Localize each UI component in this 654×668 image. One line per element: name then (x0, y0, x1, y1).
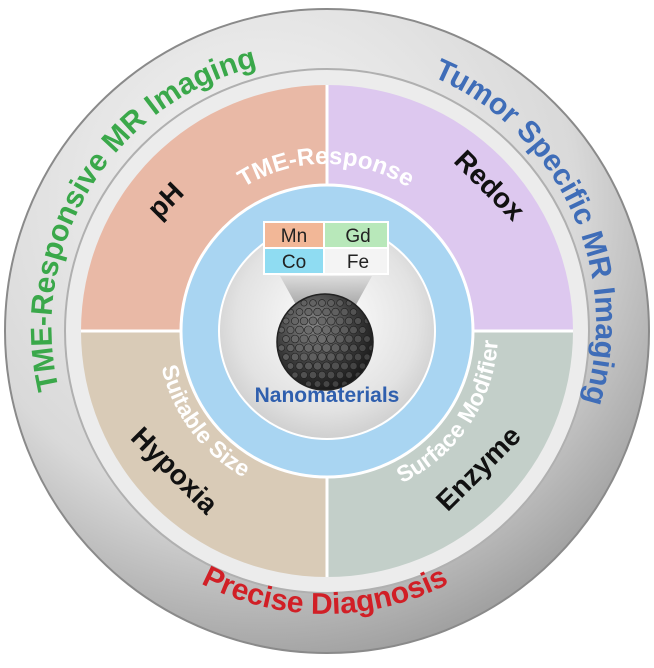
element-symbol-gd: Gd (345, 226, 370, 247)
element-symbol-co: Co (282, 252, 306, 273)
element-cell-fe (323, 247, 389, 275)
quadrant-ph (81, 85, 327, 331)
element-symbol-mn: Mn (281, 226, 307, 247)
quadrant-enzyme (327, 331, 573, 577)
element-symbol-fe: Fe (347, 252, 369, 273)
quadrant-hypoxia (81, 331, 327, 577)
quadrant-redox (327, 85, 573, 331)
center-label: Nanomaterials (255, 384, 400, 407)
element-grid: Mn Gd Co Fe (263, 221, 389, 275)
element-cell-co (263, 247, 325, 275)
element-cell-gd (323, 221, 389, 249)
nanoparticle-icon (276, 293, 374, 391)
